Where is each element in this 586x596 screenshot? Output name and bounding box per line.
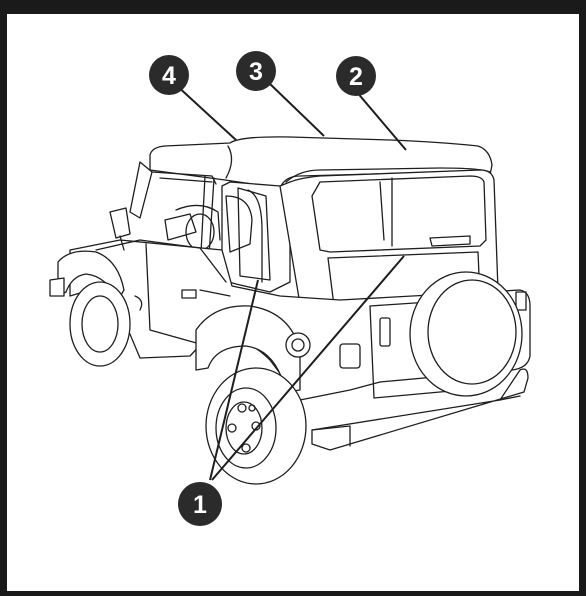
callout-label-3: 3	[249, 58, 263, 86]
soft-top-roof	[149, 136, 493, 189]
leader-line-4	[174, 83, 237, 141]
leader-line-1b	[211, 255, 405, 481]
spare-tire	[409, 271, 523, 397]
rear-bumper	[311, 368, 529, 451]
callout-label-2: 2	[349, 63, 363, 91]
frame-right-edge	[579, 0, 586, 596]
callout-2: 2	[336, 56, 376, 96]
leader-line-3	[267, 81, 325, 137]
front-wheel	[69, 281, 131, 367]
leader-line-1a	[209, 279, 259, 481]
frame-left-edge	[0, 0, 7, 596]
rear-wheel	[205, 367, 307, 485]
callouts: 4 3 2 1	[149, 51, 376, 526]
callout-label-1: 1	[193, 491, 207, 519]
callout-1: 1	[178, 482, 222, 526]
jeep-illustration	[49, 136, 531, 485]
frame-bottom-edge	[0, 591, 586, 596]
side-mirror	[109, 207, 131, 239]
windshield-frame	[129, 161, 153, 219]
callout-3: 3	[236, 51, 276, 91]
callout-label-4: 4	[162, 62, 176, 90]
frame-top-bar	[0, 0, 586, 14]
callout-4: 4	[149, 55, 189, 95]
